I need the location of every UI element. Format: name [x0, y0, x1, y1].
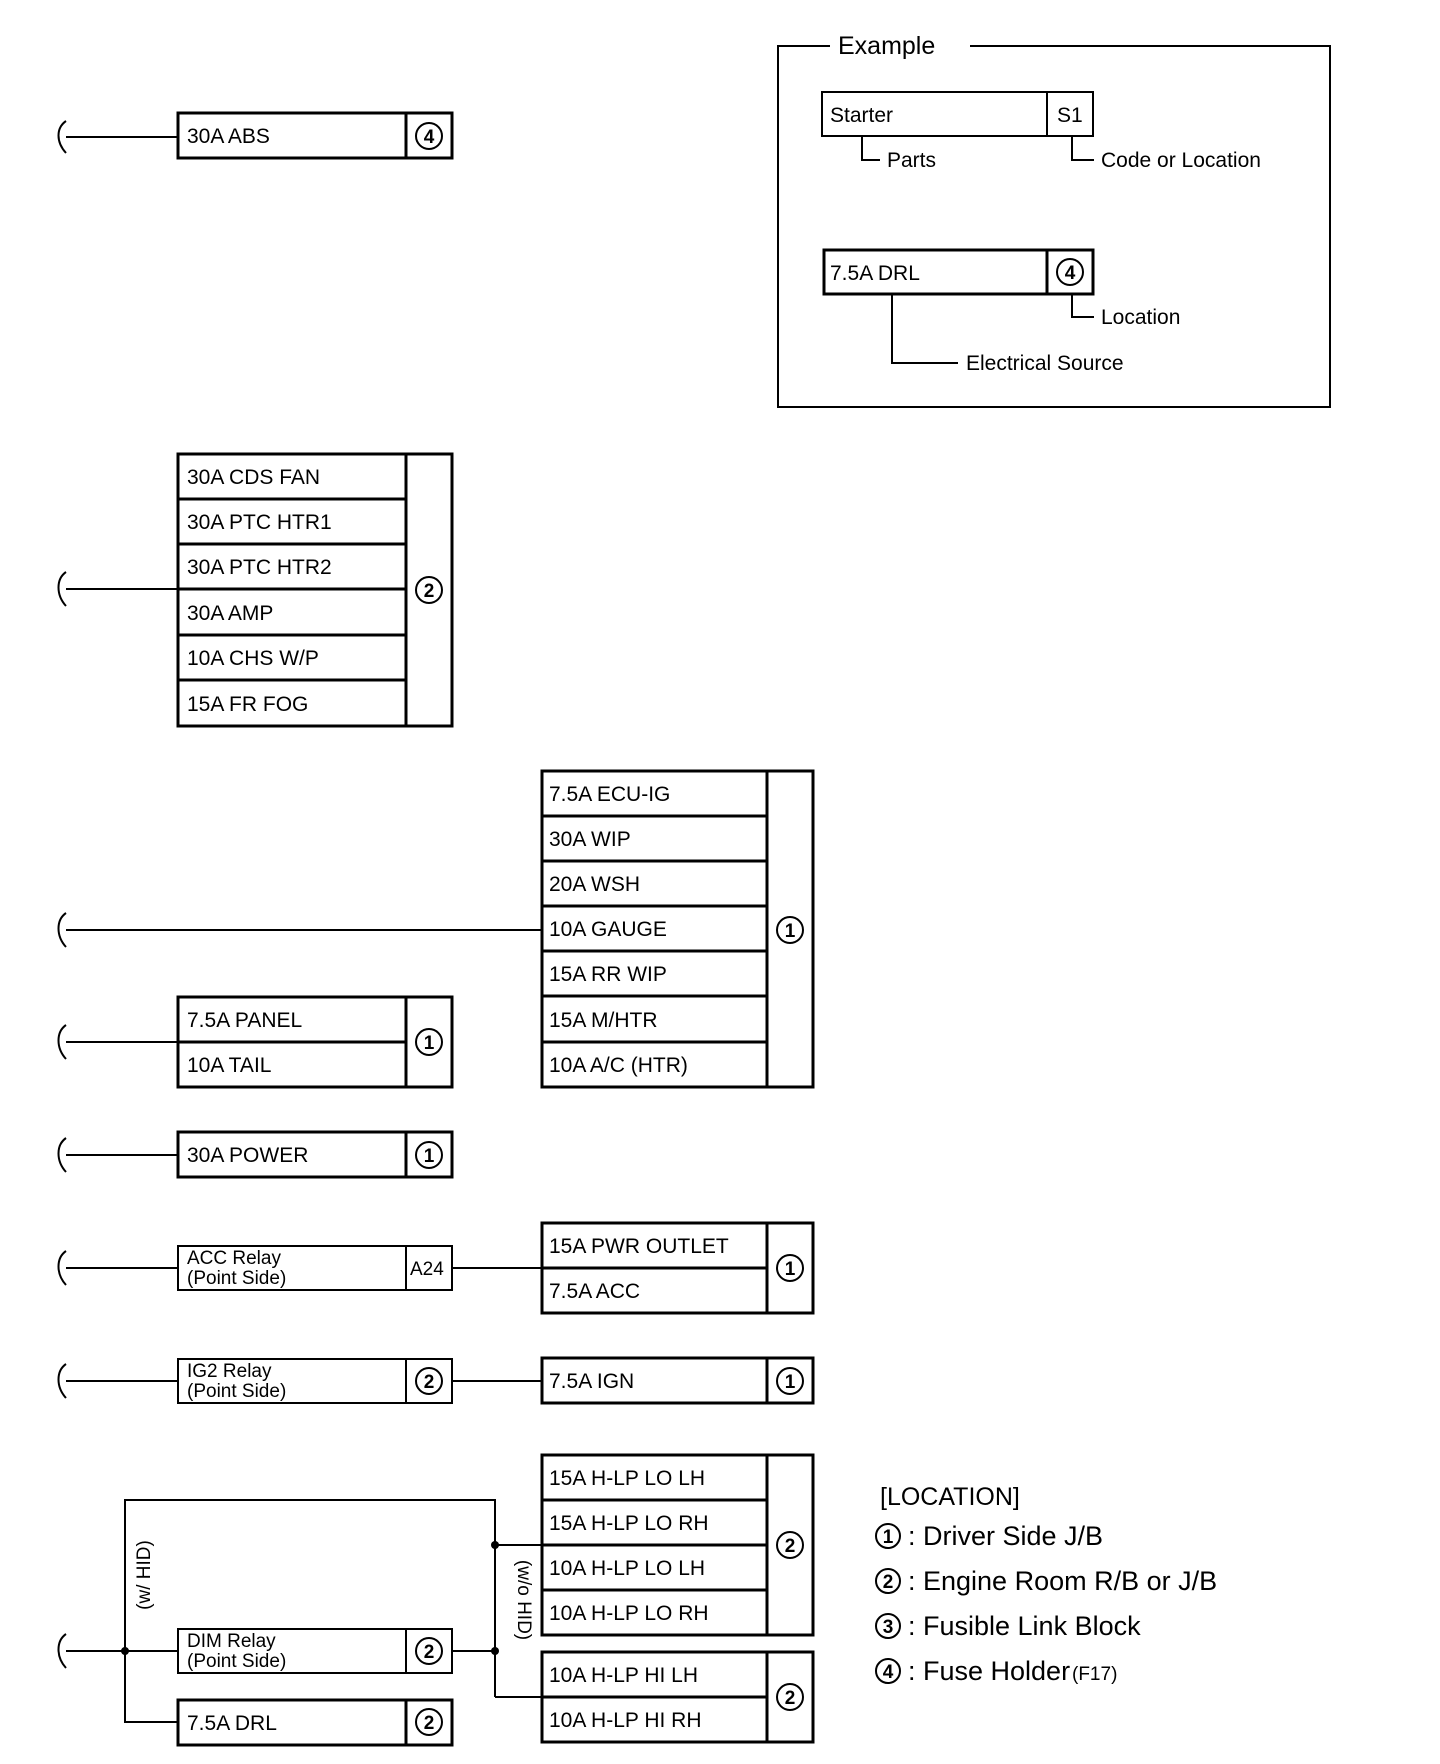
fuse-label: 30A AMP — [187, 602, 273, 625]
relay-label: ACC Relay — [187, 1248, 281, 1269]
example-parts-label: Parts — [887, 149, 936, 172]
location-number: 4 — [424, 127, 435, 148]
fuse-label: 30A PTC HTR2 — [187, 556, 332, 579]
location-circle-icon — [415, 122, 443, 150]
location-circle-icon — [875, 1658, 901, 1684]
example-source-label: Electrical Source — [966, 352, 1124, 375]
location-legend: [LOCATION] 1 : Driver Side J/B 2 : Engin… — [875, 1483, 1217, 1686]
legend-note: (F17) — [1072, 1664, 1117, 1685]
location-number: 2 — [785, 1688, 796, 1709]
location-number: 2 — [785, 1536, 796, 1557]
location-circle-icon — [415, 1637, 443, 1665]
example-fuse-loc: 4 — [1065, 263, 1076, 284]
legend-number: 3 — [883, 1617, 894, 1638]
without-hid-label: (w/o HID) — [513, 1560, 534, 1640]
relay-sub-label: (Point Side) — [187, 1651, 286, 1672]
fuse-label: 15A FR FOG — [187, 693, 308, 716]
fuse-label: 30A PTC HTR1 — [187, 511, 332, 534]
driver-jb-group: 7.5A ECU-IG 30A WIP 20A WSH 10A GAUGE 15… — [57, 769, 815, 1089]
fuse-label: 7.5A ACC — [549, 1280, 640, 1303]
fuse-label: 15A H-LP LO RH — [549, 1512, 709, 1535]
acc-relay-group: ACC Relay (Point Side) A24 15A PWR OUTLE… — [57, 1221, 815, 1315]
fuse-label: 15A PWR OUTLET — [549, 1235, 729, 1258]
location-number: 2 — [424, 1642, 435, 1663]
example-location-label: Location — [1101, 306, 1180, 329]
legend-number: 4 — [883, 1662, 894, 1683]
fuse-label: 15A M/HTR — [549, 1009, 658, 1032]
example-code-label: Code or Location — [1101, 149, 1261, 172]
fuse-label: 10A H-LP HI LH — [549, 1664, 698, 1687]
fuse-label: 15A RR WIP — [549, 963, 667, 986]
location-number: 1 — [785, 1259, 796, 1280]
power-group: 30A POWER 1 — [57, 1130, 454, 1179]
fuse-label: 10A GAUGE — [549, 918, 667, 941]
location-number: 1 — [424, 1146, 435, 1167]
fuse-label: 30A WIP — [549, 828, 631, 851]
fuse-label: 7.5A DRL — [187, 1712, 277, 1735]
location-circle-icon — [415, 1028, 443, 1056]
location-number: 1 — [785, 921, 796, 942]
relay-sub-label: (Point Side) — [187, 1268, 286, 1289]
location-number: 1 — [785, 1372, 796, 1393]
fuse-label: 30A POWER — [187, 1144, 308, 1167]
relay-label: DIM Relay — [187, 1631, 276, 1652]
fuse-label: 30A CDS FAN — [187, 466, 320, 489]
location-circle-icon — [875, 1613, 901, 1639]
legend-number: 1 — [883, 1527, 894, 1548]
location-circle-icon — [776, 916, 804, 944]
relay-label: IG2 Relay — [187, 1361, 272, 1382]
fuse-label: 10A H-LP LO LH — [549, 1557, 705, 1580]
legend-title: [LOCATION] — [880, 1483, 1020, 1511]
fuse-label: 7.5A PANEL — [187, 1009, 302, 1032]
relay-sub-label: (Point Side) — [187, 1381, 286, 1402]
location-circle-icon — [1056, 258, 1084, 286]
relay-code: A24 — [410, 1259, 444, 1280]
ig2-relay-group: IG2 Relay (Point Side) 2 7.5A IGN 1 — [57, 1356, 815, 1405]
legend-number: 2 — [883, 1572, 894, 1593]
fuse-label: 10A H-LP LO RH — [549, 1602, 709, 1625]
location-number: 1 — [424, 1033, 435, 1054]
with-hid-label: (w/ HID) — [134, 1540, 155, 1610]
panel-tail-group: 7.5A PANEL 10A TAIL 1 — [57, 995, 454, 1089]
location-circle-icon — [415, 1708, 443, 1736]
fuse-label: 7.5A ECU-IG — [549, 783, 670, 806]
example-part-name: Starter — [830, 104, 893, 127]
legend-text: : Fuse Holder — [908, 1656, 1070, 1686]
location-circle-icon — [415, 1367, 443, 1395]
headlamp-group: (w/ HID) DIM Relay (Point Side) 2 (w/o H… — [57, 1453, 815, 1747]
location-circle-icon — [776, 1367, 804, 1395]
location-circle-icon — [776, 1254, 804, 1282]
example-part-code: S1 — [1057, 104, 1083, 127]
location-number: 2 — [424, 581, 435, 602]
legend-text: : Fusible Link Block — [908, 1611, 1141, 1641]
engine-room-group: 30A CDS FAN 30A PTC HTR1 30A PTC HTR2 30… — [57, 452, 454, 728]
legend-text: : Driver Side J/B — [908, 1521, 1103, 1551]
location-circle-icon — [875, 1523, 901, 1549]
abs-group: 30A ABS 4 — [57, 111, 454, 160]
fuse-label: 7.5A IGN — [549, 1370, 634, 1393]
location-number: 2 — [424, 1713, 435, 1734]
fuse-label: 15A H-LP LO LH — [549, 1467, 705, 1490]
fuse-label: 20A WSH — [549, 873, 640, 896]
location-circle-icon — [415, 1141, 443, 1169]
fuse-label: 30A ABS — [187, 125, 270, 148]
location-number: 2 — [424, 1372, 435, 1393]
example-panel: Example Starter S1 Parts Code or Locatio… — [777, 32, 1331, 408]
example-title: Example — [838, 32, 935, 60]
fuse-label: 10A A/C (HTR) — [549, 1054, 688, 1077]
location-circle-icon — [415, 576, 443, 604]
location-circle-icon — [875, 1568, 901, 1594]
location-circle-icon — [776, 1683, 804, 1711]
legend-text: : Engine Room R/B or J/B — [908, 1566, 1217, 1596]
fuse-label: 10A TAIL — [187, 1054, 271, 1077]
fuse-label: 10A H-LP HI RH — [549, 1709, 702, 1732]
example-fuse-name: 7.5A DRL — [830, 262, 920, 285]
fuse-label: 10A CHS W/P — [187, 647, 319, 670]
location-circle-icon — [776, 1531, 804, 1559]
